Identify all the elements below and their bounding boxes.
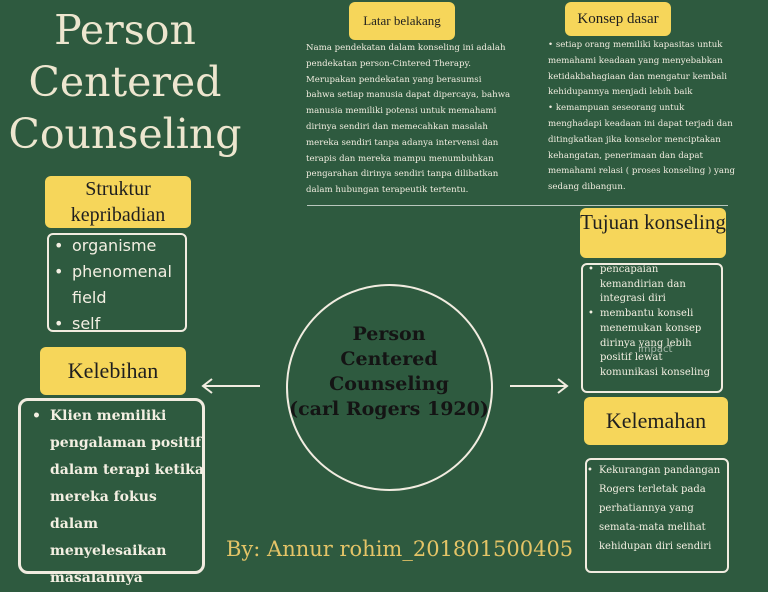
label-kelemahan: Kelemahan [584, 397, 728, 445]
label-kelebihan: Kelebihan [40, 347, 186, 395]
kelemahan-box [585, 458, 729, 573]
tujuan-list: pencapaian kemandirian dan integrasi dir… [586, 263, 722, 381]
label-tujuan-konseling: Tujuan konseling [580, 208, 726, 258]
struktur-list: organisme phenomenal field self [54, 233, 188, 337]
label-struktur-kepribadian: Struktur kepribadian [45, 176, 191, 228]
konsep-dasar-item-text: kemampuan seseorang untuk menghadapi kea… [548, 103, 736, 193]
kelebihan-list: Klien memiliki pengalaman positif dalam … [30, 403, 204, 592]
center-title-line: Person [352, 323, 426, 345]
tujuan-item: pencapaian kemandirian dan integrasi dir… [586, 263, 722, 307]
kelemahan-list: Kekurangan pandangan Rogers terletak pad… [587, 461, 727, 556]
struktur-item: self [54, 311, 188, 337]
kelebihan-item: Klien memiliki pengalaman positif dalam … [30, 403, 204, 592]
divider-line [307, 205, 728, 206]
struktur-item: phenomenal field [54, 259, 188, 311]
label-konsep-dasar: Konsep dasar [565, 2, 671, 36]
struktur-item: organisme [54, 233, 188, 259]
center-title-line: Centered [340, 348, 438, 370]
page-title: Person Centered Counseling [8, 6, 242, 158]
center-circle [286, 284, 493, 491]
konsep-dasar-item: • kemampuan seseorang untuk menghadapi k… [548, 103, 736, 193]
konsep-dasar-item: • setiap orang memiliki kapasitas untuk … [548, 40, 728, 98]
center-title: Person Centered Counseling (carl Rogers … [283, 322, 495, 422]
center-title-line: Counseling [329, 373, 449, 395]
author-credit: By: Annur rohim_201801500405 [226, 537, 574, 561]
konsep-dasar-item-text: setiap orang memiliki kapasitas untuk me… [548, 40, 728, 98]
center-title-line: (carl Rogers 1920) [289, 398, 489, 420]
left-arrow-icon [201, 378, 260, 394]
latar-belakang-text: Nama pendekatan dalam konseling ini adal… [306, 43, 511, 196]
konsep-dasar-list: • setiap orang memiliki kapasitas untuk … [548, 38, 738, 196]
tujuan-item: membantu konseli menemukan konsep diriny… [586, 307, 722, 381]
right-arrow-icon [510, 378, 569, 394]
kelemahan-item: Kekurangan pandangan Rogers terletak pad… [587, 461, 727, 556]
label-latar-belakang: Latar belakang [349, 2, 455, 40]
